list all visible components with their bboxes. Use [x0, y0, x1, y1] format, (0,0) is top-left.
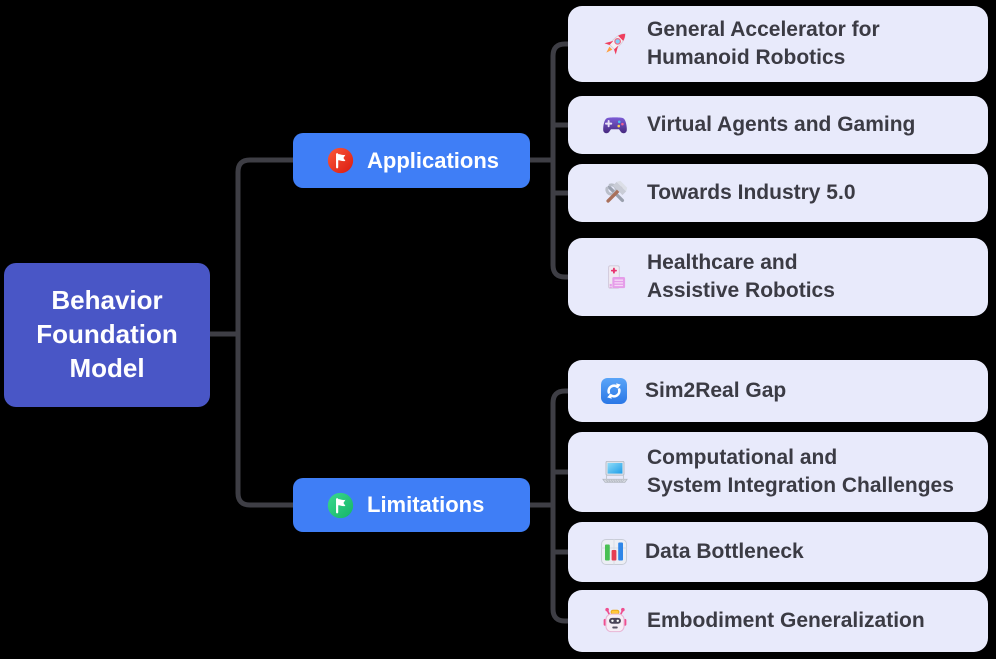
- child-node-sim2real-gap[interactable]: Sim2Real Gap: [568, 360, 988, 422]
- child-label: Virtual Agents and Gaming: [647, 113, 916, 137]
- child-label: Healthcare and Assistive Robotics: [647, 251, 835, 302]
- child-label: General Accelerator for Humanoid Robotic…: [647, 18, 880, 69]
- laptop-icon: [598, 455, 632, 489]
- child-node-industry-50[interactable]: Towards Industry 5.0: [568, 164, 988, 222]
- sync-icon: [598, 375, 630, 407]
- child-label: Sim2Real Gap: [645, 379, 787, 403]
- child-node-virtual-agents[interactable]: Virtual Agents and Gaming: [568, 96, 988, 154]
- game-controller-icon: [598, 108, 632, 142]
- bar-chart-icon: [598, 536, 630, 568]
- rocket-icon: [598, 27, 632, 61]
- child-node-healthcare[interactable]: Healthcare and Assistive Robotics: [568, 238, 988, 316]
- connector: [550, 41, 571, 280]
- branch-label: Applications: [367, 147, 500, 173]
- child-node-data-bottleneck[interactable]: Data Bottleneck: [568, 522, 988, 582]
- child-label: Embodiment Generalization: [647, 609, 925, 633]
- hammer-wrench-icon: [598, 176, 632, 210]
- child-node-general-accelerator[interactable]: General Accelerator for Humanoid Robotic…: [568, 6, 988, 82]
- child-node-embodiment-generalization[interactable]: Embodiment Generalization: [568, 590, 988, 652]
- branch-node-applications[interactable]: Applications: [293, 133, 530, 188]
- child-label: Towards Industry 5.0: [647, 181, 856, 205]
- child-label: Data Bottleneck: [645, 540, 804, 564]
- connector: [550, 388, 571, 624]
- child-label: Computational and System Integration Cha…: [647, 446, 954, 497]
- flag-green-icon: [327, 492, 354, 519]
- hospital-icon: [598, 260, 632, 294]
- branch-node-limitations[interactable]: Limitations: [293, 478, 530, 532]
- child-node-computational-challenges[interactable]: Computational and System Integration Cha…: [568, 432, 988, 512]
- branch-label: Limitations: [367, 492, 485, 517]
- connector: [235, 157, 296, 508]
- root-node[interactable]: Behavior Foundation Model: [4, 263, 210, 407]
- robot-icon: [598, 604, 632, 638]
- flag-red-icon: [327, 147, 354, 174]
